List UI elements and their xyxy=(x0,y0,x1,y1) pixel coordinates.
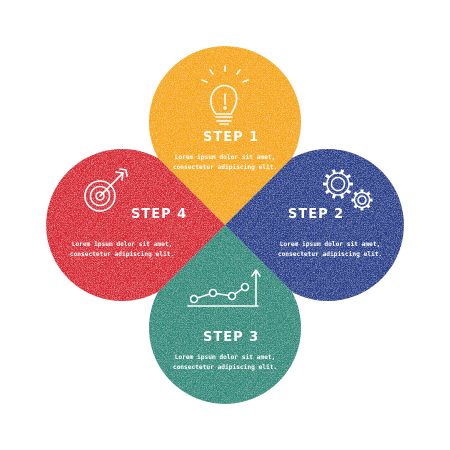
step-2-desc-line-2: consectetur adipiscing elit. xyxy=(277,251,383,258)
petal-step-4 xyxy=(46,149,226,301)
step-3-desc-line-1: Lorem ipsum dolor sit amet, xyxy=(174,354,276,361)
step-1-desc-line-1: Lorem ipsum dolor sit amet, xyxy=(174,154,276,161)
step-3-title: STEP 3 xyxy=(203,330,260,345)
gear-tooth xyxy=(331,193,337,199)
step-4-desc-line-2: consectetur adipiscing elit. xyxy=(69,251,175,258)
gear-tooth xyxy=(366,191,371,196)
step-2-description: Lorem ipsum dolor sit amet, consectetur … xyxy=(268,240,392,260)
step-4-title: STEP 4 xyxy=(131,207,188,222)
lightbulb-icon xyxy=(201,65,249,125)
petal-step-1 xyxy=(149,46,301,226)
gear-tooth xyxy=(324,189,330,195)
petal-step-3 xyxy=(149,225,301,404)
gear-tooth xyxy=(353,191,358,196)
step-3-desc-line-2: consectetur adipiscing elit. xyxy=(172,364,278,371)
target-icon xyxy=(84,168,128,212)
gears-icon xyxy=(323,169,373,211)
step-1-description: Lorem ipsum dolor sit amet, consectetur … xyxy=(163,153,287,173)
step-4-description: Lorem ipsum dolor sit amet, consectetur … xyxy=(60,240,184,260)
line-chart-icon xyxy=(187,269,261,307)
step-2-desc-line-1: Lorem ipsum dolor sit amet, xyxy=(279,241,381,248)
step-4-desc-line-1: Lorem ipsum dolor sit amet, xyxy=(71,241,173,248)
petal-step-2 xyxy=(225,149,404,301)
step-1-title: STEP 1 xyxy=(203,130,260,145)
step-2-title: STEP 2 xyxy=(288,207,345,222)
gear-tooth xyxy=(324,173,330,179)
gear-tooth xyxy=(366,204,371,209)
gear-tooth xyxy=(346,189,352,195)
gear-tooth xyxy=(353,204,358,209)
gear-tooth xyxy=(346,173,352,179)
gear-tooth xyxy=(331,169,337,175)
gear-tooth xyxy=(339,169,345,175)
gear-tooth xyxy=(339,193,345,199)
step-1-desc-line-2: consectetur adipiscing elit. xyxy=(172,164,278,171)
step-3-description: Lorem ipsum dolor sit amet, consectetur … xyxy=(163,353,287,373)
